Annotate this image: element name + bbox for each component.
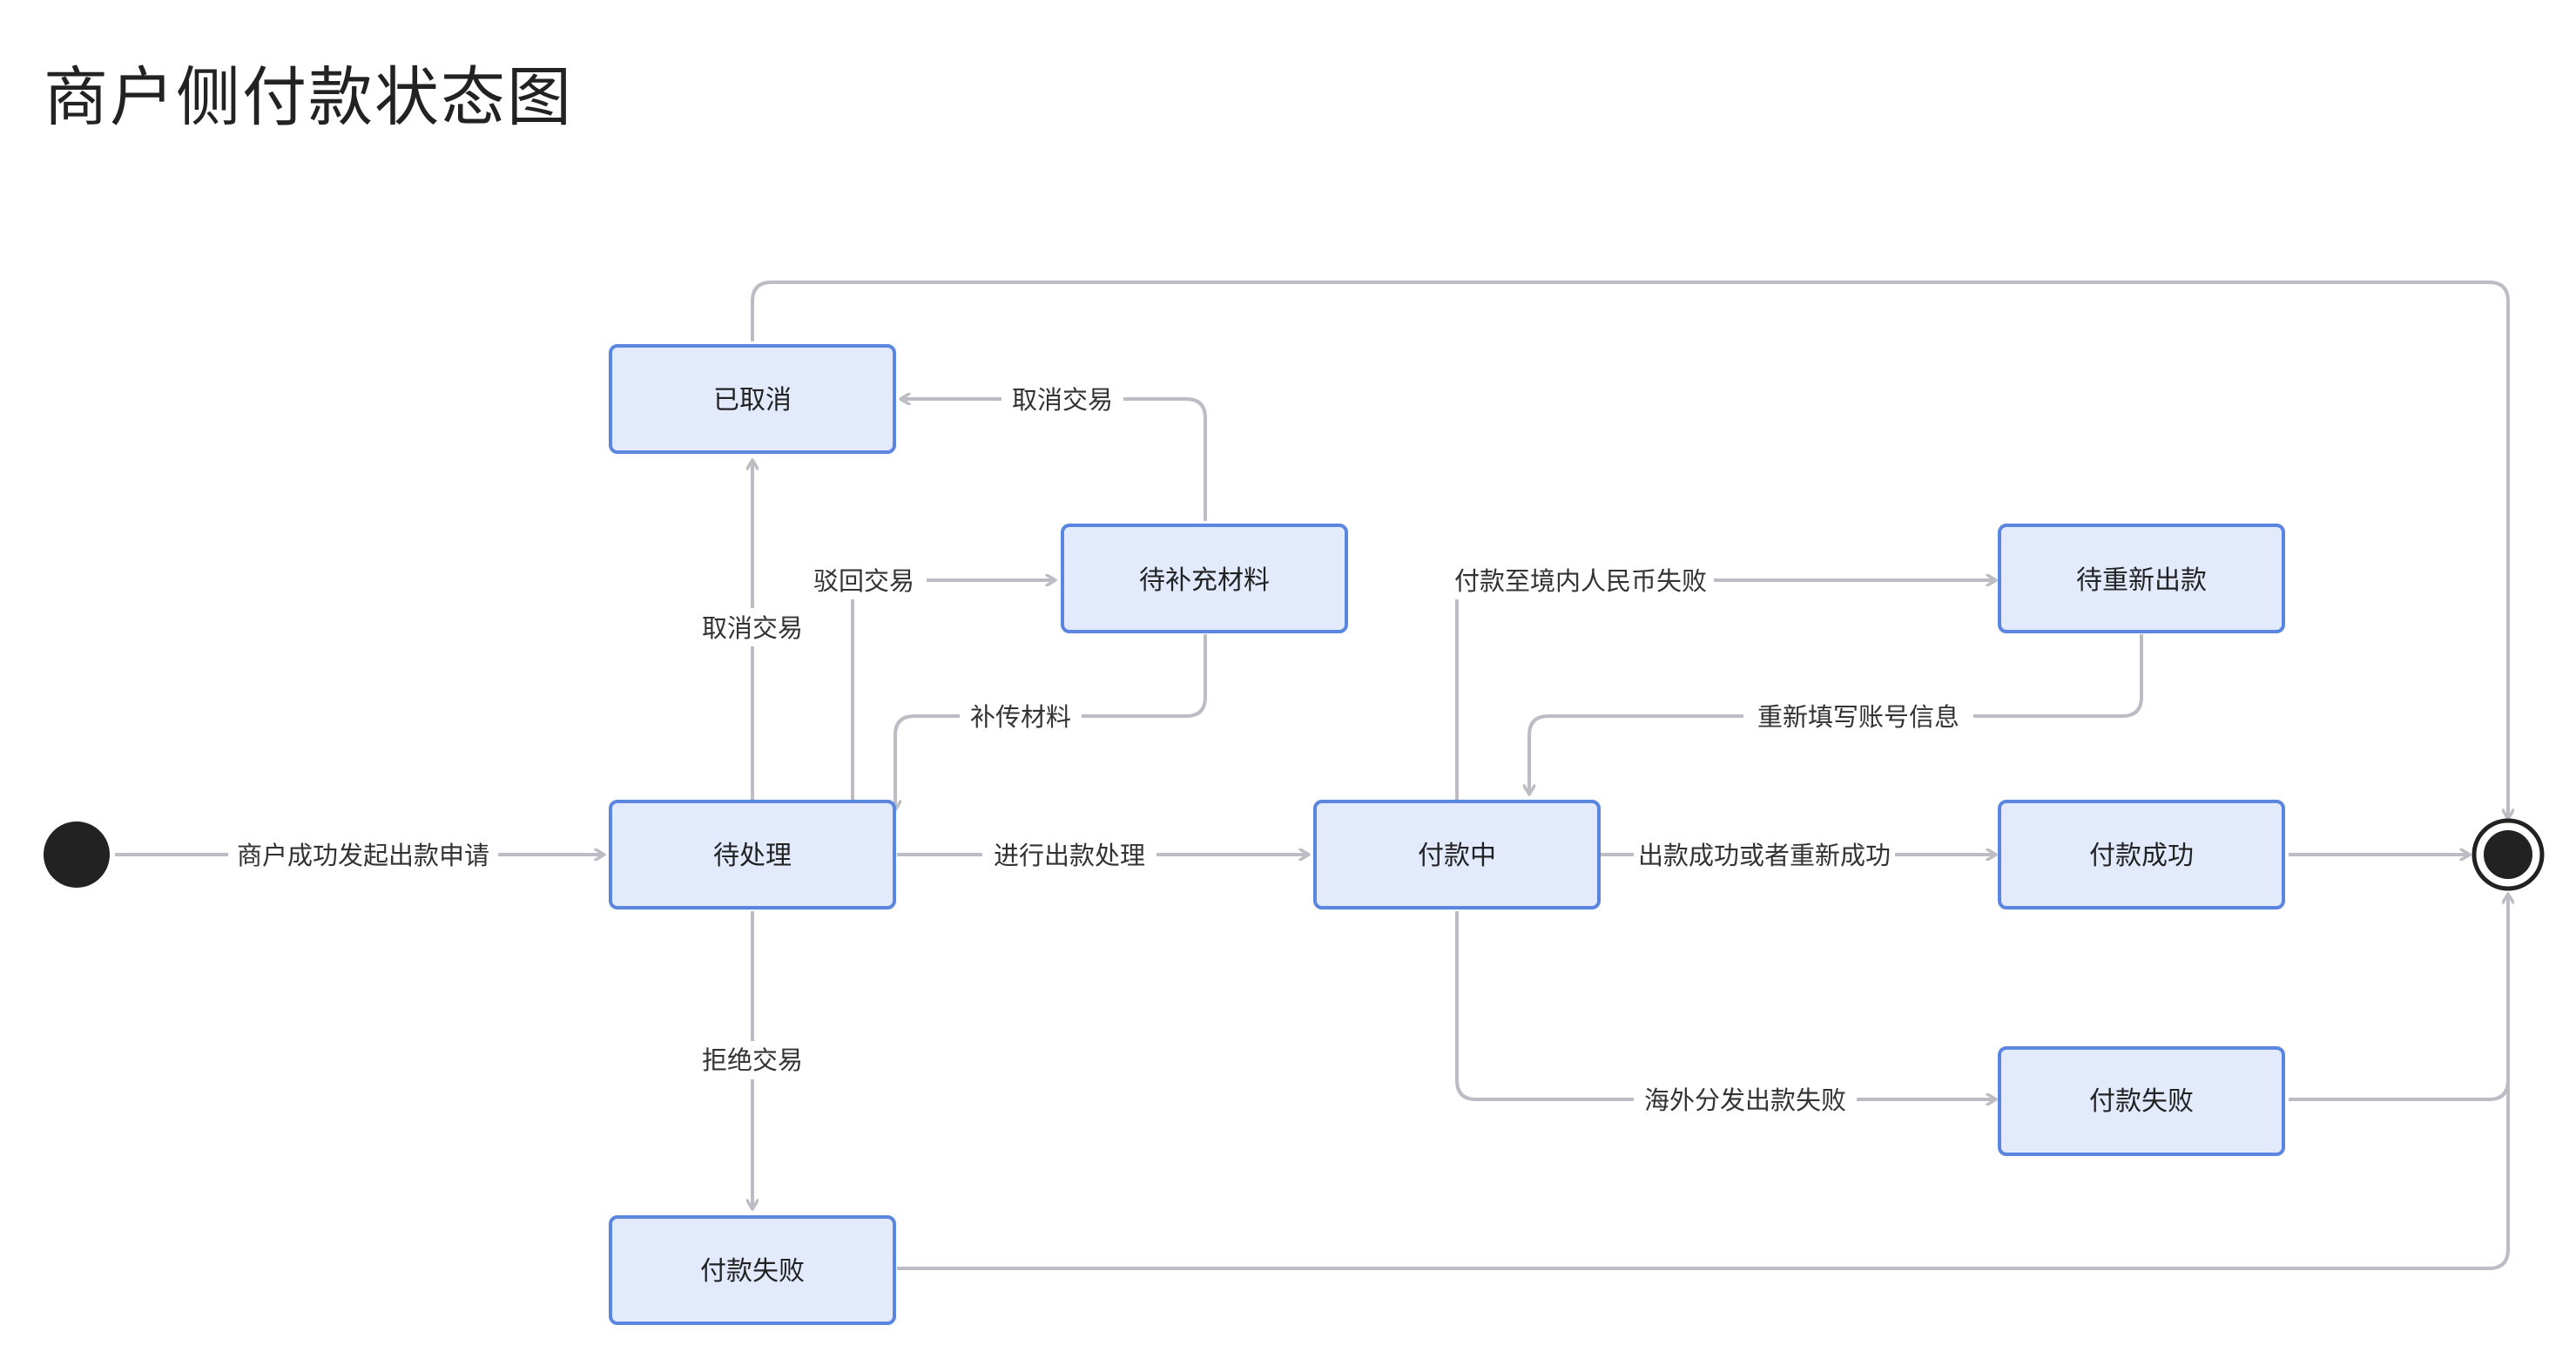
state-label: 付款中 xyxy=(1418,841,1496,871)
state-awaiting-materials: 待补充材料 xyxy=(1061,524,1348,633)
edge-materials-to-cancelled xyxy=(900,399,1207,521)
label-materials-to-pending: 补传材料 xyxy=(970,702,1071,732)
label-pending-to-materials: 驳回交易 xyxy=(813,566,914,596)
label-paying-to-failed: 海外分发出款失败 xyxy=(1644,1085,1846,1115)
state-paying: 付款中 xyxy=(1313,800,1601,909)
state-label: 付款成功 xyxy=(2089,841,2194,871)
edge-cancelled-to-end xyxy=(751,281,2508,819)
edge-labels: 商户成功发起出款申请 取消交易 取消交易 驳回交易 补传材料 进行出款处理 付款… xyxy=(228,380,1973,1119)
state-label: 付款失败 xyxy=(2089,1086,2194,1117)
state-label: 待处理 xyxy=(713,841,792,871)
state-label: 待补充材料 xyxy=(1139,565,1270,596)
state-label: 待重新出款 xyxy=(2076,565,2207,596)
label-paying-to-success: 出款成功或者重新成功 xyxy=(1638,841,1891,870)
label-start-to-pending: 商户成功发起出款申请 xyxy=(237,841,489,870)
label-pending-to-rejected: 拒绝交易 xyxy=(702,1045,803,1075)
edge-paying-to-repayout xyxy=(1455,580,1996,800)
state-pending: 待处理 xyxy=(609,800,896,909)
state-cancelled: 已取消 xyxy=(609,344,896,454)
final-state xyxy=(2471,818,2545,891)
edge-rejected-to-end xyxy=(897,894,2510,1270)
state-failed-rejected: 付款失败 xyxy=(609,1215,896,1325)
state-success: 付款成功 xyxy=(1998,800,2285,909)
edge-pending-to-materials xyxy=(851,580,1055,800)
page-title: 商户侧付款状态图 xyxy=(44,60,573,135)
label-repayout-to-paying: 重新填写账号信息 xyxy=(1757,702,1959,732)
state-label: 付款失败 xyxy=(700,1256,805,1287)
state-awaiting-repayout: 待重新出款 xyxy=(1998,524,2285,633)
label-pending-to-cancelled: 取消交易 xyxy=(702,613,803,643)
edge-failed-overseas-to-end xyxy=(2289,894,2508,1101)
label-materials-to-cancelled: 取消交易 xyxy=(1012,385,1113,415)
state-failed-overseas: 付款失败 xyxy=(1998,1046,2285,1156)
state-label: 已取消 xyxy=(713,385,792,416)
label-pending-to-paying: 进行出款处理 xyxy=(994,841,1145,870)
label-paying-to-repayout: 付款至境内人民币失败 xyxy=(1454,566,1707,596)
initial-state xyxy=(44,821,110,888)
edge-paying-to-failed xyxy=(1455,911,1996,1099)
